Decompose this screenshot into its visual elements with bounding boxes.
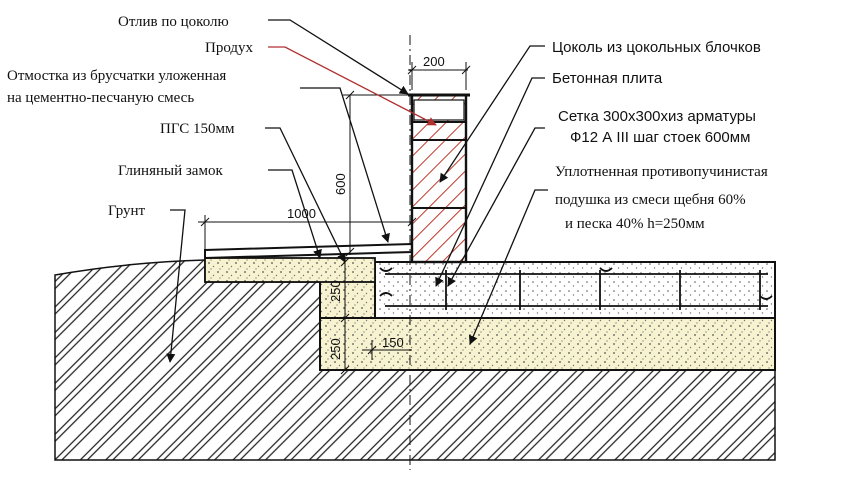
dim-wall-height-text: 600 — [333, 173, 348, 195]
dim-wall-width — [407, 62, 471, 90]
dim-blind-width-text: 1000 — [287, 206, 316, 221]
leader-setka — [447, 127, 545, 287]
leader-pgs — [265, 127, 346, 263]
label-otmostka-line2: на цементно-песчаную смесь — [7, 90, 194, 106]
label-plita: Бетонная плита — [552, 70, 663, 87]
label-setka-line2: Ф12 А III шаг стоек 600мм — [570, 129, 750, 146]
dim-wall-height — [343, 90, 412, 257]
dim-cushion-thickness — [340, 318, 350, 375]
label-podushka-line2: подушка из смеси щебня 60% — [555, 192, 746, 208]
label-podushka-line3: и песка 40% h=250мм — [565, 216, 705, 232]
leader-grunt — [166, 209, 186, 363]
leader-plita — [435, 77, 545, 287]
leader-otmostka — [300, 87, 390, 243]
dim-blind-width — [198, 215, 417, 250]
dim-step — [362, 340, 412, 360]
leader-tsokol — [439, 45, 545, 183]
leader-produkh — [268, 46, 437, 126]
dim-step-text: 150 — [382, 335, 404, 350]
leader-podushka — [468, 189, 548, 345]
dim-wall-width-text: 200 — [423, 54, 445, 69]
label-grunt: Грунт — [108, 203, 146, 219]
label-podushka-line1: Уплотненная противопучинистая — [555, 164, 768, 180]
cushion-layer — [319, 317, 776, 371]
label-setka-line1: Сетка 300х300хиз арматуры — [558, 108, 756, 125]
label-glina: Глиняный замок — [118, 163, 223, 179]
leader-glina — [268, 169, 322, 259]
label-pgs: ПГС 150мм — [160, 121, 235, 137]
label-tsokol: Цоколь из цокольных блочков — [552, 39, 761, 56]
clay-lock-layer — [204, 257, 376, 283]
label-produkh: Продух — [205, 40, 254, 56]
dim-cushion-thickness-text: 250 — [328, 338, 343, 360]
vent-opening — [413, 99, 465, 121]
blind-area-paving — [204, 242, 413, 260]
leader-otliv — [268, 19, 409, 95]
label-otmostka-line1: Отмостка из брусчатки уложенная — [7, 68, 226, 84]
label-otliv: Отлив по цоколю — [118, 14, 229, 30]
dim-slab-thickness-text: 250 — [328, 280, 343, 302]
concrete-slab — [374, 261, 776, 319]
rebar-mesh — [379, 267, 773, 310]
